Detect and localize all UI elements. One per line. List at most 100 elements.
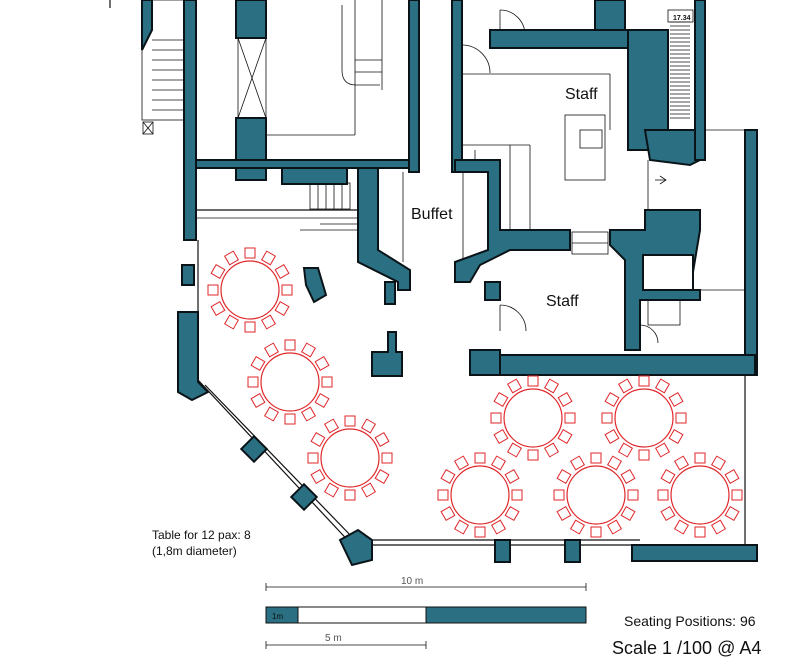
chair <box>724 505 740 522</box>
chair <box>710 519 727 535</box>
chair <box>360 482 377 498</box>
chair <box>490 519 507 535</box>
scale-bar: 10 m 1m 5 m <box>265 576 587 649</box>
chair <box>620 505 636 522</box>
table-top <box>670 465 730 525</box>
round-table-8 <box>657 452 743 538</box>
chair <box>638 449 650 461</box>
chair <box>627 489 639 501</box>
chair <box>504 468 520 485</box>
chair <box>474 526 486 538</box>
chair <box>673 519 690 535</box>
chair <box>210 300 226 317</box>
chair <box>440 468 456 485</box>
round-table-3 <box>307 415 393 501</box>
chair <box>300 406 317 422</box>
chair <box>543 442 560 458</box>
chair <box>210 263 226 280</box>
level-marker: 17.34 <box>673 15 691 22</box>
chair <box>553 489 565 501</box>
chair <box>321 376 333 388</box>
table-top <box>320 428 380 488</box>
chair <box>344 489 356 501</box>
chair <box>668 428 684 445</box>
room-label-staff-top: Staff <box>565 86 598 103</box>
chair <box>360 418 377 434</box>
round-table-6 <box>437 452 523 538</box>
scale-bar-bottom-label: 5 m <box>325 633 342 644</box>
chair <box>310 468 326 485</box>
chair <box>374 468 390 485</box>
chair <box>323 418 340 434</box>
tables-layer <box>207 247 743 538</box>
round-table-5 <box>601 375 687 461</box>
chair <box>673 455 690 471</box>
round-table-2 <box>247 339 333 425</box>
chair <box>344 415 356 427</box>
table-top <box>614 388 674 448</box>
table-top <box>503 388 563 448</box>
chair <box>453 519 470 535</box>
chair <box>490 412 502 424</box>
chair <box>660 505 676 522</box>
chair <box>381 452 393 464</box>
room-label-buffet: Buffet <box>411 206 453 223</box>
table-top <box>450 465 510 525</box>
chair <box>506 442 523 458</box>
chair <box>281 284 293 296</box>
chair <box>590 452 602 464</box>
chair <box>440 505 456 522</box>
table-note-line1: Table for 12 pax: 8 <box>152 528 251 542</box>
round-table-1 <box>207 247 293 333</box>
chair <box>207 284 219 296</box>
table-top <box>566 465 626 525</box>
chair <box>694 526 706 538</box>
chair <box>490 455 507 471</box>
chair <box>223 314 240 330</box>
seating-positions: Seating Positions: 96 <box>624 613 756 629</box>
chair <box>274 263 290 280</box>
chair <box>654 442 671 458</box>
chair <box>620 468 636 485</box>
chair <box>731 489 743 501</box>
chair <box>300 342 317 358</box>
chair <box>453 455 470 471</box>
chair <box>260 314 277 330</box>
scale-bar-top-label: 10 m <box>401 576 423 587</box>
chair <box>564 412 576 424</box>
chair <box>527 449 539 461</box>
chair <box>244 321 256 333</box>
chair <box>493 428 509 445</box>
chair <box>307 452 319 464</box>
room-label-staff-bottom: Staff <box>546 293 579 310</box>
chair <box>527 375 539 387</box>
chair <box>606 455 623 471</box>
chair <box>654 378 671 394</box>
chair <box>247 376 259 388</box>
chair <box>604 391 620 408</box>
chair <box>274 300 290 317</box>
chair <box>263 406 280 422</box>
round-table-7 <box>553 452 639 538</box>
chair <box>657 489 669 501</box>
chair <box>569 519 586 535</box>
chair <box>694 452 706 464</box>
walls <box>141 0 758 567</box>
chair <box>617 442 634 458</box>
chair <box>250 392 266 409</box>
chair <box>511 489 523 501</box>
chair <box>314 355 330 372</box>
chair <box>638 375 650 387</box>
chair <box>260 250 277 266</box>
chair <box>724 468 740 485</box>
chair <box>314 392 330 409</box>
round-table-4 <box>490 375 576 461</box>
chair <box>569 455 586 471</box>
chair <box>506 378 523 394</box>
chair <box>556 468 572 485</box>
chair <box>604 428 620 445</box>
chair <box>323 482 340 498</box>
chair <box>437 489 449 501</box>
chair <box>543 378 560 394</box>
